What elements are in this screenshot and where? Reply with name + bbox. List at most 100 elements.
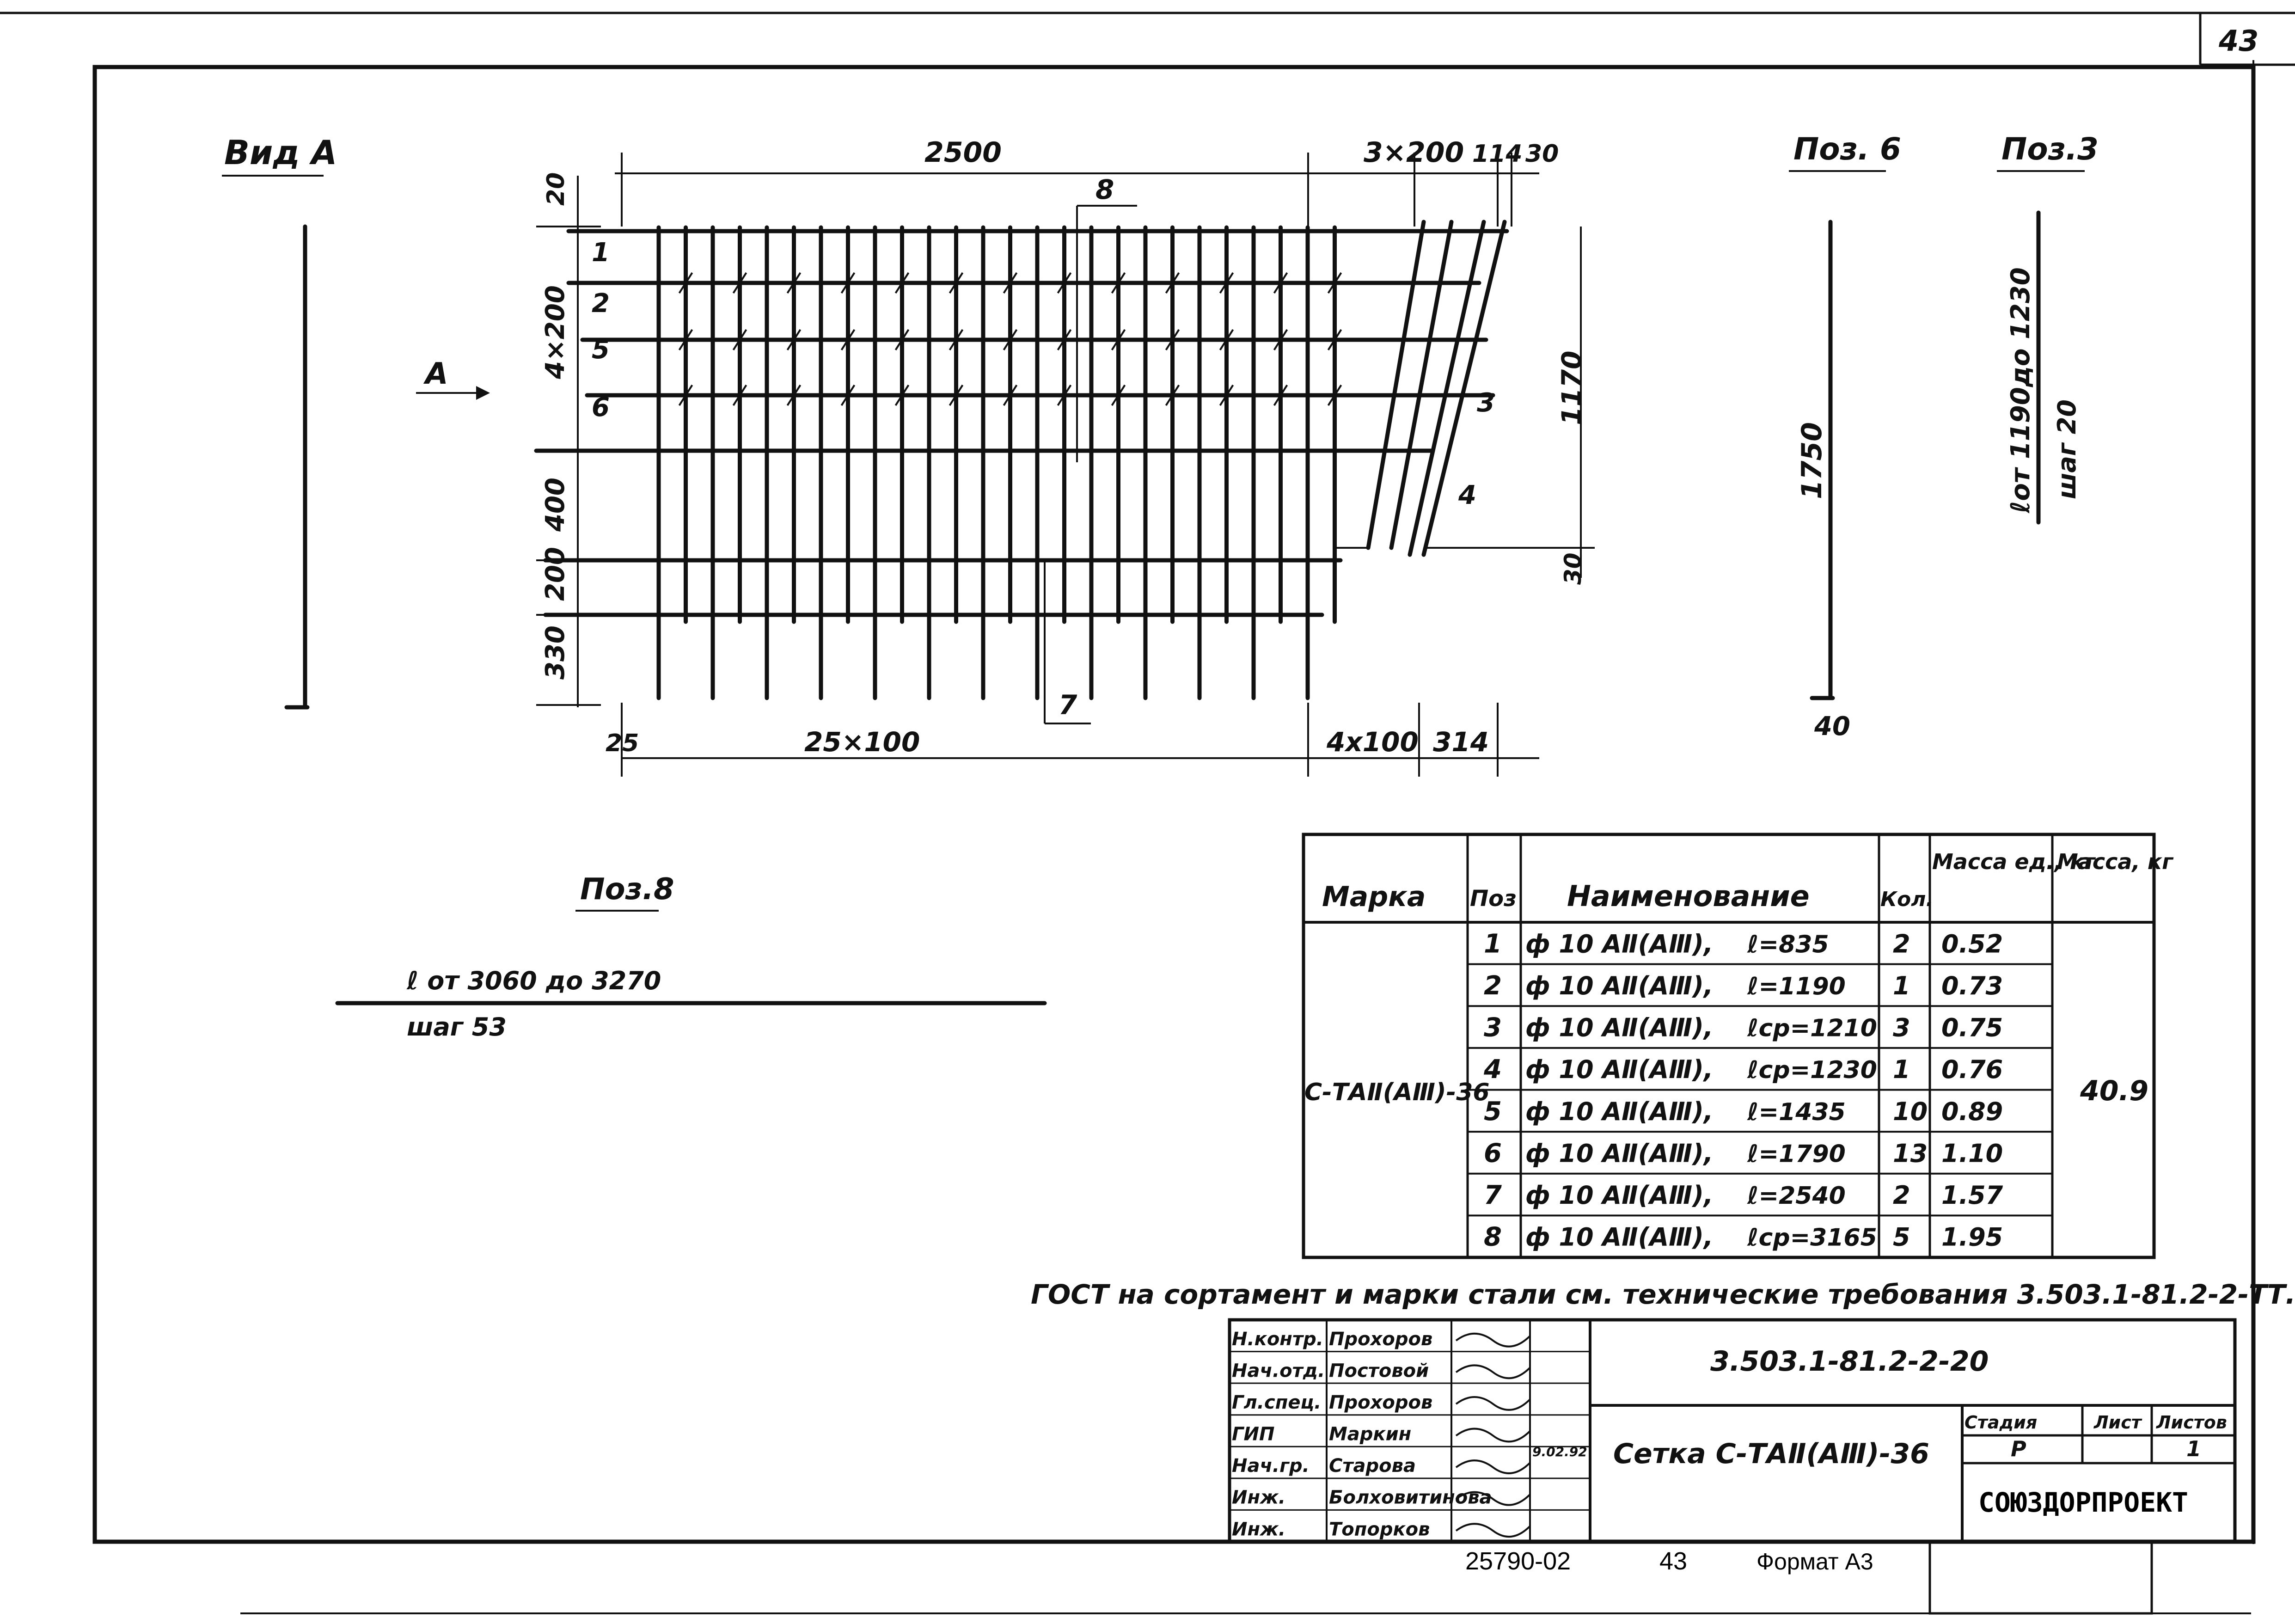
- spec-cell-qty: 2: [1893, 1181, 1910, 1210]
- dim-bottom-4x100: 4x100: [1326, 726, 1419, 758]
- tb-staff-row: Инж.Топорков: [1232, 1519, 1531, 1540]
- pos8-line1: ℓ от 3060 до 3270: [406, 966, 661, 995]
- spec-cell-length: ℓ=1435: [1747, 1098, 1846, 1126]
- signature-mark: [1455, 1364, 1531, 1379]
- mesh-inclined-bar: [1408, 220, 1486, 557]
- dim-left-330: 330: [540, 625, 570, 680]
- spec-cell-mass: 1.10: [1941, 1139, 2003, 1168]
- dim-top-30: 30: [1525, 140, 1559, 168]
- sheet-number: 43: [2218, 24, 2258, 58]
- tb-sheets: 1: [2186, 1436, 2201, 1461]
- spec-cell-pos: 3: [1484, 1013, 1502, 1043]
- footer: 25790-02 43 Формат А3: [1465, 1540, 2153, 1615]
- spec-cell-mass: 0.89: [1941, 1097, 2003, 1126]
- spec-cell-length: ℓ=1790: [1747, 1140, 1846, 1168]
- mesh-inclined-bar: [1421, 220, 1507, 557]
- spec-cell-qty: 2: [1893, 929, 1910, 958]
- signature-mark: [1455, 1428, 1531, 1443]
- spec-mark-value: С-ТАⅡ(АⅢ)-36: [1304, 1079, 1490, 1106]
- tb-staff-name: Постовой: [1329, 1360, 1429, 1381]
- mesh-plan: [534, 153, 1595, 777]
- signature-mark: [1455, 1459, 1531, 1474]
- tb-staff-row: Инж. Болховитинова: [1232, 1487, 1531, 1508]
- spec-header-mass-unit: Масса ед., кг: [1932, 849, 2096, 874]
- dim-left-200: 200: [540, 547, 570, 601]
- tb-date: 9.02.92: [1532, 1444, 1587, 1459]
- tb-staff-name: Прохоров: [1329, 1392, 1432, 1413]
- signature-mark: [1455, 1332, 1531, 1348]
- tb-staff-row: Н.контр.Прохоров: [1232, 1329, 1531, 1350]
- spec-cell-mass: 0.75: [1941, 1013, 2003, 1042]
- spec-cell-mass: 0.52: [1941, 929, 2003, 958]
- view-a-title: Вид А: [224, 133, 337, 172]
- title-block: Н.контр.ПрохоровНач.отд.ПостовойГл.спец.…: [1228, 1318, 2237, 1544]
- tb-staff-role: Нач.гр.: [1232, 1455, 1310, 1477]
- spec-cell-qty: 5: [1893, 1223, 1910, 1252]
- dim-bottom-314: 314: [1433, 726, 1489, 758]
- spec-cell-name: ф 10 АⅡ(АⅢ),: [1525, 1181, 1713, 1210]
- spec-cell-qty: 3: [1893, 1013, 1910, 1042]
- dim-left-400: 400: [540, 478, 570, 532]
- tb-org: СОЮЗДОРПРОЕКТ: [1978, 1487, 2188, 1518]
- pos8-detail: Поз.8 ℓ от 3060 до 3270 шаг 53: [335, 872, 1047, 1042]
- signature-mark: [1455, 1491, 1531, 1506]
- tb-staff-name: Маркин: [1329, 1424, 1411, 1445]
- dim-top-114: 114: [1472, 140, 1523, 168]
- spec-cell-qty: 1: [1893, 971, 1910, 1000]
- spec-cell-mass: 1.95: [1941, 1223, 2003, 1252]
- spec-cell-mass: 0.73: [1941, 971, 2003, 1000]
- spec-total-mass: 40.9: [2080, 1075, 2148, 1107]
- spec-cell-name: ф 10 АⅡ(АⅢ),: [1525, 1013, 1713, 1042]
- footer-page: 43: [1659, 1547, 1687, 1575]
- mesh-inclined-bar: [1366, 220, 1426, 550]
- spec-cell-name: ф 10 АⅡ(АⅢ),: [1525, 971, 1713, 1000]
- spec-cell-pos: 7: [1484, 1180, 1502, 1210]
- pos8-line2: шаг 53: [407, 1012, 507, 1042]
- spec-cell-name: ф 10 АⅡ(АⅢ),: [1525, 1097, 1713, 1126]
- tb-sheet-label: Лист: [2093, 1412, 2142, 1433]
- pos3-line2: шаг 20: [2052, 399, 2081, 499]
- spec-cell-qty: 13: [1893, 1139, 1928, 1168]
- tb-sheets-label: Листов: [2156, 1412, 2227, 1433]
- tb-stage: Р: [2011, 1436, 2026, 1461]
- spec-cell-pos: 4: [1483, 1054, 1502, 1085]
- spec-cell-name: ф 10 АⅡ(АⅢ),: [1525, 1223, 1713, 1252]
- spec-header-mass-total: Масса, кг: [2057, 849, 2174, 874]
- dim-top-3x200: 3×200: [1364, 136, 1464, 169]
- dim-bottom-25x100: 25×100: [804, 726, 920, 758]
- pos6-title: Поз. 6: [1793, 131, 1901, 167]
- tb-staff-role: Инж.: [1232, 1487, 1285, 1508]
- row-label-2: 2: [592, 288, 610, 319]
- pos8-title: Поз.8: [580, 872, 674, 907]
- tb-staff-name: Болховитинова: [1329, 1487, 1492, 1508]
- arrow-label: А: [423, 357, 448, 391]
- spec-header-mark: Марка: [1322, 881, 1426, 913]
- view-a-arrow: А: [416, 357, 490, 400]
- signature-mark: [1455, 1396, 1531, 1411]
- tb-staff-row: Нач.отд.Постовой: [1232, 1360, 1531, 1381]
- view-a: Вид А: [222, 133, 337, 710]
- tb-staff-row: Нач.гр.Старова: [1232, 1455, 1531, 1477]
- tb-staff-role: ГИП: [1232, 1424, 1274, 1445]
- footer-format: Формат А3: [1756, 1549, 1873, 1575]
- tb-staff-row: ГИП Маркин: [1232, 1424, 1531, 1445]
- spec-cell-mass: 0.76: [1941, 1055, 2003, 1084]
- tb-staff-role: Нач.отд.: [1232, 1360, 1325, 1381]
- marker-pos3: 3: [1477, 388, 1495, 418]
- spec-cell-name: ф 10 АⅡ(АⅢ),: [1525, 1139, 1713, 1168]
- dim-left-4x200: 4×200: [540, 285, 570, 380]
- pos3-line1: ℓот 1190до 1230: [2006, 267, 2036, 514]
- tb-title: Сетка С-ТАⅡ(АⅢ)-36: [1613, 1438, 1929, 1470]
- spec-cell-length: ℓ=2540: [1747, 1182, 1846, 1210]
- spec-cell-pos: 2: [1484, 971, 1502, 1001]
- spec-cell-qty: 1: [1893, 1055, 1910, 1084]
- spec-header-pos: Поз: [1470, 886, 1517, 912]
- spec-cell-name: ф 10 АⅡ(АⅢ),: [1525, 1055, 1713, 1084]
- row-label-6: 6: [592, 392, 610, 423]
- spec-cell-pos: 5: [1484, 1097, 1502, 1127]
